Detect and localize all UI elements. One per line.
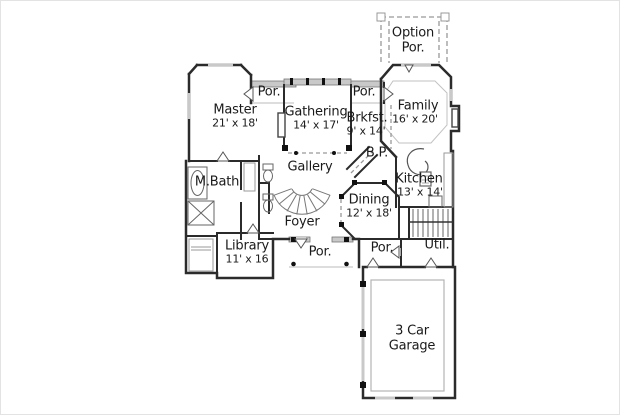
- room-label-dining-dims: 12' x 18': [346, 206, 392, 220]
- room-label-kitchen-name: Kitchen: [395, 171, 443, 187]
- room-label-foyer: Foyer: [284, 214, 320, 230]
- garage-door-segments: [361, 285, 433, 400]
- room-label-gathering-name: Gathering: [284, 104, 348, 120]
- fireplace-icons: [277, 108, 459, 138]
- room-label-gallery: Gallery: [287, 159, 333, 175]
- room-label-porch-top-left: Por.: [257, 84, 281, 100]
- room-label-library-dims: 11' x 16: [225, 252, 269, 266]
- option-porch-corner-posts: [376, 12, 450, 22]
- room-label-porch-rear: Por.: [370, 240, 394, 256]
- garage-inner-outline: [370, 279, 445, 392]
- shower-icon: [187, 200, 215, 226]
- room-label-porch-front: Por.: [308, 244, 332, 260]
- curved-staircase: [273, 188, 331, 215]
- toilet-icon: [262, 163, 274, 183]
- room-label-butlers-pantry: B.P.: [365, 145, 389, 161]
- toilet-icon: [262, 193, 274, 213]
- room-label-option-porch-line1: Option: [391, 25, 435, 41]
- master-bath-fixtures: [187, 162, 274, 272]
- room-label-garage-line2: Garage: [388, 338, 436, 354]
- vanity-counter: [243, 162, 256, 192]
- room-label-breakfast-dims: 9' x 14': [346, 124, 386, 138]
- closet: [188, 238, 214, 272]
- room-label-master-dims: 21' x 18': [212, 116, 258, 130]
- bathtub-icon: [190, 170, 205, 196]
- kitchen-fixtures: [406, 148, 454, 208]
- room-label-dining-name: Dining: [348, 192, 390, 208]
- room-label-option-porch-line2: Por.: [401, 40, 425, 56]
- room-label-family-dims: 16' x 20': [392, 112, 438, 126]
- room-label-master-bath: M.Bath: [194, 174, 240, 190]
- door-swing-icons: [216, 64, 438, 268]
- room-label-utility: Util.: [424, 237, 450, 253]
- room-label-kitchen-dims: 13' x 14': [397, 185, 443, 199]
- window-marks: [187, 63, 453, 119]
- room-label-gathering-dims: 14' x 17': [293, 118, 339, 132]
- room-label-porch-top-right: Por.: [352, 84, 376, 100]
- room-label-master-name: Master: [213, 102, 257, 118]
- room-label-breakfast-name: Brkfst.: [346, 110, 388, 126]
- room-label-library-name: Library: [224, 238, 270, 254]
- room-label-family-name: Family: [397, 98, 439, 114]
- family-ceiling-octagon: [384, 80, 448, 144]
- back-staircase: [409, 209, 453, 237]
- porch-floor-edges: [251, 102, 384, 268]
- dashed-openings: [288, 105, 392, 223]
- option-porch-dashed-outline: [380, 16, 448, 65]
- tub-surround: [187, 166, 208, 200]
- porch-columns: [282, 78, 387, 388]
- room-label-garage-line1: 3 Car: [395, 323, 429, 339]
